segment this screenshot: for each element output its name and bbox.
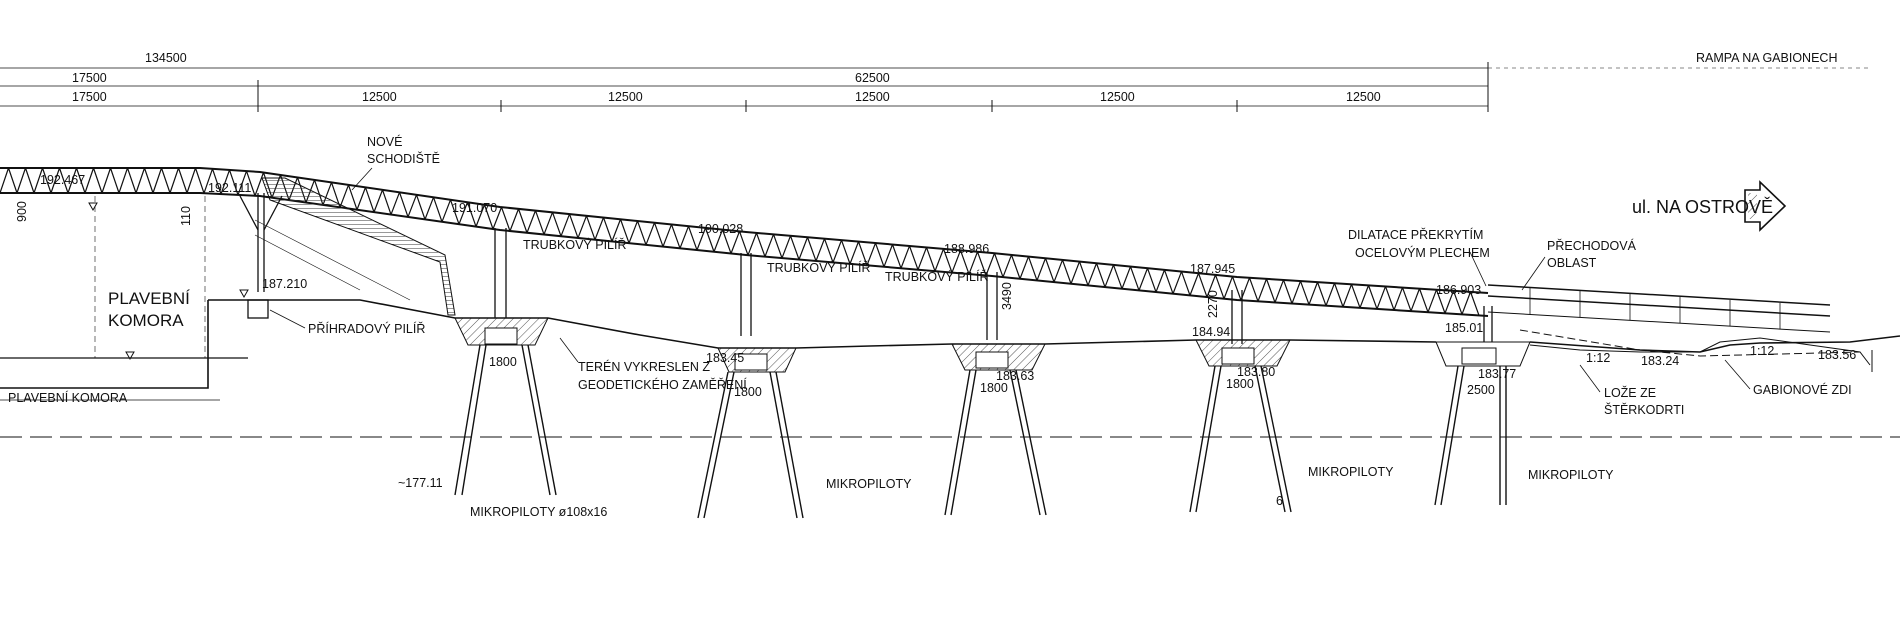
dim-row2-a: 17500 (72, 71, 107, 85)
measure-1800-b: 1800 (734, 385, 762, 399)
dim-row3-f: 12500 (1346, 90, 1381, 104)
elev-deck-3: 191.070 (452, 201, 497, 215)
label-nove-line1: NOVÉ (367, 134, 402, 149)
label-slope-1: 1:12 (1586, 351, 1610, 365)
piers (239, 193, 1493, 348)
dimension-lines: 134500 RAMPA NA GABIONECH 17500 62500 17… (0, 51, 1870, 112)
label-mikropiloty-full: MIKROPILOTY ø108x16 (470, 505, 607, 519)
measure-3490: 3490 (1000, 282, 1014, 310)
dim-row3-d: 12500 (855, 90, 890, 104)
annotation-labels: NOVÉ SCHODIŠTĚ PLAVEBNÍ KOMORA PLAVEBNÍ … (8, 134, 1852, 519)
elev-183-45: 183.45 (706, 351, 744, 365)
label-gabionove: GABIONOVÉ ZDI (1753, 382, 1852, 397)
label-trubkovy-2: TRUBKOVÝ PILÍŘ (767, 260, 871, 275)
label-mikropiloty-3: MIKROPILOTY (1308, 465, 1394, 479)
elev-183-77: 183.77 (1478, 367, 1516, 381)
label-prechodova-line1: PŘECHODOVÁ (1547, 238, 1637, 253)
label-trubkovy-3: TRUBKOVÝ PILÍŘ (885, 269, 989, 284)
road-direction-arrow-icon (1744, 180, 1787, 232)
elev-183-63: 183.63 (996, 369, 1034, 383)
measurement-labels: 900 110 1800 1800 1800 1800 3490 2270 25… (15, 201, 1495, 508)
label-plavebni-line2: KOMORA (108, 311, 184, 330)
elev-184-94: 184.94 (1192, 325, 1230, 339)
measure-2500: 2500 (1467, 383, 1495, 397)
label-prechodova-line2: OBLAST (1547, 256, 1597, 270)
label-loze-line1: LOŽE ZE (1604, 385, 1656, 400)
label-teren-line1: TERÉN VYKRESLEN Z (578, 359, 710, 374)
label-plavebni-line1: PLAVEBNÍ (108, 289, 190, 308)
label-nove-line2: SCHODIŠTĚ (367, 151, 440, 166)
measure-1800-c: 1800 (980, 381, 1008, 395)
ramp-gabions (1529, 337, 1873, 372)
dim-row3-a: 17500 (72, 90, 107, 104)
measure-900: 900 (15, 201, 29, 222)
elev-deck-5: 188.986 (944, 242, 989, 256)
dim-row3-b: 12500 (362, 90, 397, 104)
elev-lattice-pier: 187.210 (262, 277, 307, 291)
elev-deck-7: 186.903 (1436, 283, 1481, 297)
label-plavebni-bottom: PLAVEBNÍ KOMORA (8, 390, 128, 405)
bridge-truss (0, 167, 1831, 333)
label-prihradovy: PŘÍHRADOVÝ PILÍŘ (308, 321, 425, 336)
elev-deck-1: 192.467 (40, 173, 85, 187)
label-loze-line2: ŠTĚRKODRTI (1604, 402, 1684, 417)
label-slope-2: 1:12 (1750, 344, 1774, 358)
measure-110: 110 (179, 206, 193, 226)
micropiles (454, 344, 1507, 519)
label-road: ul. NA OSTROVĚ (1632, 197, 1773, 217)
dim-total: 134500 (145, 51, 187, 65)
elev-deck-2: 192.111 (208, 181, 251, 195)
measure-1800-d: 1800 (1226, 377, 1254, 391)
dim-row2-b: 62500 (855, 71, 890, 85)
measure-1800-a: 1800 (489, 355, 517, 369)
terrain (0, 196, 1900, 438)
label-mikropiloty-4: MIKROPILOTY (1528, 468, 1614, 482)
staircase (254, 177, 456, 316)
label-dilatace-line2: OCELOVÝM PLECHEM (1355, 245, 1490, 260)
elev-deck-4: 190.028 (698, 222, 743, 236)
label-mikropiloty-2: MIKROPILOTY (826, 477, 912, 491)
label-trubkovy-1: TRUBKOVÝ PILÍŘ (523, 237, 627, 252)
elevation-labels: 192.467 192.111 191.070 190.028 188.986 … (40, 173, 1856, 490)
elev-185-01: 185.01 (1445, 321, 1483, 335)
elev-183-56: 183.56 (1818, 348, 1856, 362)
elev-183-80: 183.80 (1237, 365, 1275, 379)
dim-row3-c: 12500 (608, 90, 643, 104)
dim-row3-e: 12500 (1100, 90, 1135, 104)
elev-deck-6: 187.945 (1190, 262, 1235, 276)
label-teren-line2: GEODETICKÉHO ZAMĚŘENÍ (578, 377, 747, 392)
level-markers (88, 202, 249, 361)
elev-183-24: 183.24 (1641, 354, 1679, 368)
dim-ramp-label: RAMPA NA GABIONECH (1696, 51, 1837, 65)
measure-6: 6 (1276, 494, 1283, 508)
measure-2270: 2270 (1206, 290, 1220, 318)
label-dilatace-line1: DILATACE PŘEKRYTÍM (1348, 227, 1483, 242)
elev-pile-toe: ~177.11 (398, 476, 443, 490)
